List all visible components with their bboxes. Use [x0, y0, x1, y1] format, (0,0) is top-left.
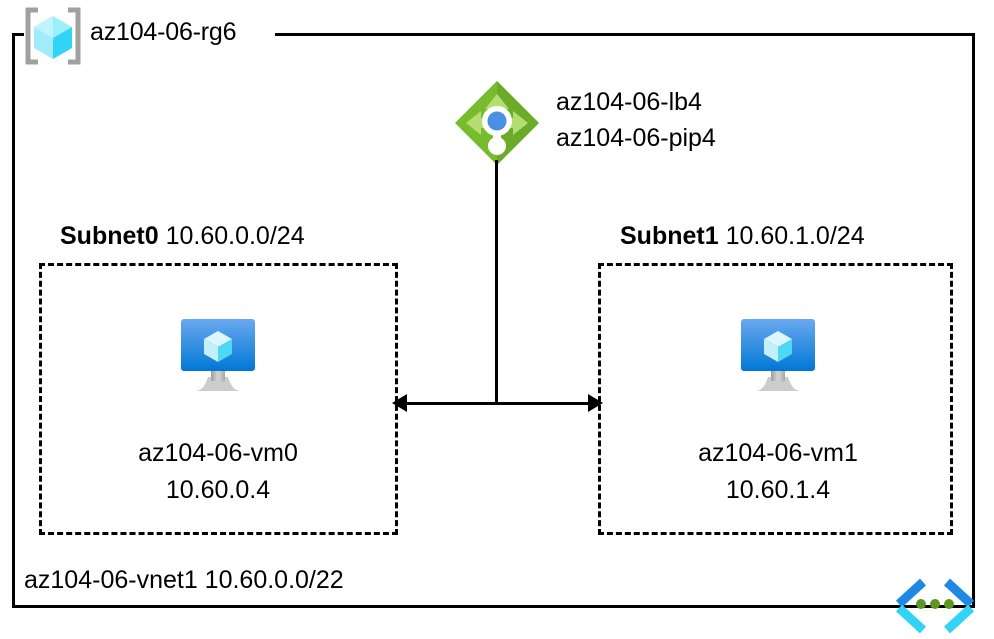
virtual-machine-icon — [733, 315, 823, 395]
resource-group-border-top-left — [12, 33, 24, 36]
arrow-head-left-icon — [392, 394, 407, 412]
subnet1-name: Subnet1 — [620, 222, 719, 250]
arrow-head-right-icon — [588, 394, 603, 412]
subnet1-title: Subnet1 10.60.1.0/24 — [620, 222, 865, 251]
load-balancer-connector-line — [495, 160, 498, 405]
load-balancer-name: az104-06-lb4 — [556, 88, 702, 116]
resource-group-border-right — [972, 33, 975, 608]
resource-group-border-bottom — [12, 605, 975, 608]
resource-group-border-top-right — [275, 33, 975, 36]
resource-group-cube-icon — [22, 5, 84, 67]
vm0-labels: az104-06-vm0 10.60.0.4 — [58, 435, 378, 509]
resource-group-border-left — [12, 33, 15, 608]
resource-group-label: az104-06-rg6 — [90, 18, 237, 46]
load-balancer-icon — [452, 78, 542, 168]
subnet0-name: Subnet0 — [60, 222, 159, 250]
subnet0-title: Subnet0 10.60.0.0/24 — [60, 222, 305, 251]
load-balancer-labels: az104-06-lb4 az104-06-pip4 — [556, 84, 716, 156]
vm0-ip: 10.60.0.4 — [165, 476, 271, 504]
vm1-name: az104-06-vm1 — [698, 439, 858, 467]
vm1-labels: az104-06-vm1 10.60.1.4 — [618, 435, 938, 509]
vm0-name: az104-06-vm0 — [138, 439, 298, 467]
virtual-machine-icon — [173, 315, 263, 395]
subnet0-cidr: 10.60.0.0/24 — [165, 222, 305, 250]
virtual-network-icon — [893, 578, 977, 634]
vm1-ip: 10.60.1.4 — [725, 476, 831, 504]
subnet1-cidr: 10.60.1.0/24 — [725, 222, 865, 250]
public-ip-name: az104-06-pip4 — [556, 124, 716, 152]
vnet-label: az104-06-vnet1 10.60.0.0/22 — [24, 566, 344, 594]
bidirectional-subnet-link — [404, 402, 591, 405]
